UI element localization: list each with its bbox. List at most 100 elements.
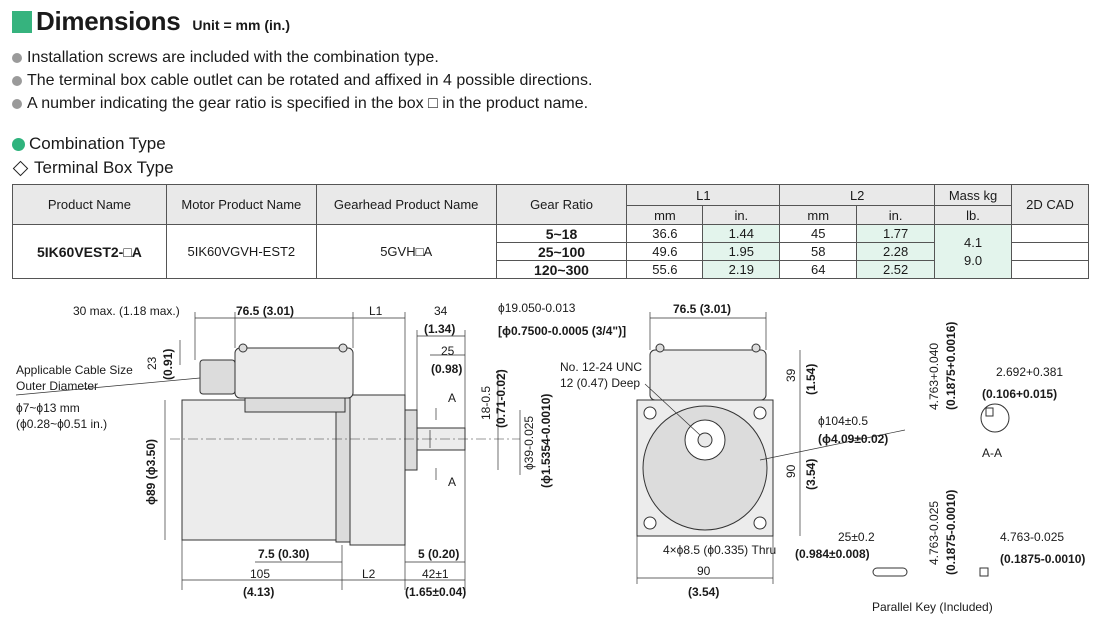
dim-76-5: 76.5 (3.01): [236, 304, 294, 318]
dim-105: 105: [250, 567, 270, 581]
dim-34-in: (1.34): [424, 322, 455, 336]
motor-flange: [335, 397, 351, 543]
dim-39: ϕ39-0.025: [522, 416, 536, 470]
header-l2: L2: [779, 184, 936, 206]
bullet-icon: [12, 75, 22, 86]
spec-table: Product Name Motor Product Name Gearhead…: [12, 184, 1089, 279]
header-l1-in: in.: [702, 205, 781, 225]
dim-7-5: 7.5 (0.30): [258, 547, 309, 561]
section-a-top: A: [448, 391, 456, 405]
dim-30: 30 max. (1.18 max.): [73, 304, 180, 318]
cable-label-4: (ϕ0.28~ϕ0.51 in.): [16, 417, 107, 431]
side-view: 30 max. (1.18 max.) 76.5 (3.01) L1 34 (1…: [15, 301, 626, 599]
motor-product-name-cell: 5IK60VGVH-EST2: [165, 224, 317, 279]
dim-23-in: (0.91): [161, 349, 175, 380]
front-dim-90v-in: (3.54): [804, 459, 818, 490]
section-a-bottom: A: [448, 475, 456, 489]
l2-mm-cell: 64: [779, 260, 858, 279]
dim-25-in: (0.98): [431, 362, 462, 376]
l1-in-cell: 1.44: [702, 224, 781, 243]
cable-label-3: ϕ7~ϕ13 mm: [16, 401, 80, 415]
holes-label: 4×ϕ8.5 (ϕ0.335) Thru: [663, 543, 776, 557]
dim-5: 5 (0.20): [418, 547, 459, 561]
note-item: The terminal box cable outlet can be rot…: [12, 69, 592, 92]
terminal-base: [244, 397, 346, 413]
aa-dim-2692: 2.692+0.381: [996, 365, 1063, 379]
section-terminal: Terminal Box Type: [12, 158, 174, 178]
front-view: 76.5 (3.01) No. 12-24 UNC 12 (0.47) Deep…: [560, 302, 906, 599]
l1-mm-cell: 49.6: [626, 242, 704, 261]
dim-25: 25: [441, 344, 455, 358]
parallel-key: 25±0.2 (0.984±0.008) 4.763-0.025 (0.1875…: [795, 490, 1085, 614]
front-dim-90: 90: [697, 564, 711, 578]
dim-104-in: (ϕ4.09±0.02): [818, 432, 888, 446]
dim-42: 42±1: [422, 567, 449, 581]
l1-mm-cell: 55.6: [626, 260, 704, 279]
table-row: 120~300 55.6 2.19 64 2.52: [13, 260, 1089, 279]
front-dim-39: 39: [784, 368, 798, 382]
tap-label-2: 12 (0.47) Deep: [560, 376, 640, 390]
header-mass: Mass kg: [934, 184, 1012, 206]
cable-gland: [199, 359, 236, 395]
key-dim-4763h-in: (0.1875-0.0010): [1000, 552, 1085, 566]
dim-89: ϕ89 (ϕ3.50): [144, 439, 158, 505]
section-bullet-icon: [12, 137, 25, 151]
tap-label-1: No. 12-24 UNC: [560, 360, 642, 374]
aa-dim-2692-in: (0.106+0.015): [982, 387, 1057, 401]
shaft-dim-2: [ϕ0.7500-0.0005 (3/4")]: [498, 324, 626, 338]
title-marker-icon: [12, 11, 32, 33]
key-dim-25-in: (0.984±0.008): [795, 547, 870, 561]
bullet-icon: [12, 52, 22, 63]
motor-body: [181, 399, 343, 541]
dim-18: 18-0.5: [479, 386, 493, 420]
gearhead-product-name-cell: 5GVH□A: [315, 224, 497, 279]
l2-in-cell: 2.28: [856, 242, 936, 261]
terminal-box: [234, 347, 354, 399]
mass-cell: 4.1 9.0: [934, 224, 1012, 279]
shaft-dim-1: ϕ19.050-0.013: [498, 301, 576, 315]
l2-in-cell: 2.52: [856, 260, 936, 279]
gearhead-body: [349, 394, 406, 546]
header-2d-cad: 2D CAD: [1011, 184, 1089, 225]
product-name-cell: 5IK60VEST2-□A: [12, 224, 167, 279]
aa-dim-4763: 4.763+0.040: [927, 343, 941, 410]
aa-label: A-A: [982, 446, 1002, 460]
unit-label: Unit = mm (in.): [192, 17, 290, 33]
aa-dim-4763-in: (0.1875+0.0016): [944, 322, 958, 410]
cad-cell: [1011, 260, 1089, 279]
table-row: 25~100 49.6 1.95 58 2.28: [13, 242, 1089, 261]
note-item: Installation screws are included with th…: [12, 46, 592, 69]
header-l1: L1: [626, 184, 781, 206]
cable-label-1: Applicable Cable Size: [16, 363, 133, 377]
key-side: [872, 567, 908, 577]
header-gear-ratio: Gear Ratio: [495, 184, 628, 225]
dim-l1: L1: [369, 304, 383, 318]
dim-39-in: (ϕ1.5354-0.0010): [539, 394, 553, 488]
header-mass-unit: lb.: [934, 205, 1012, 225]
dim-34: 34: [434, 304, 448, 318]
header-product-name: Product Name: [12, 184, 167, 225]
key-dim-4763v-in: (0.1875-0.0010): [944, 490, 958, 575]
page-header: Dimensions Unit = mm (in.): [12, 6, 290, 37]
notes-list: Installation screws are included with th…: [12, 46, 592, 115]
section-aa: 4.763+0.040 (0.1875+0.0016) 2.692+0.381 …: [927, 322, 1063, 460]
gearhead-pilot: [642, 405, 768, 531]
key-dim-4763v: 4.763-0.025: [927, 501, 941, 565]
page-title: Dimensions: [36, 6, 181, 36]
dim-l2: L2: [362, 567, 376, 581]
key-end: [979, 567, 989, 577]
section-combination: Combination Type: [12, 134, 166, 154]
dim-105-in: (4.13): [243, 585, 274, 599]
dim-18-in: (0.71-0.02): [494, 369, 508, 428]
key-label: Parallel Key (Included): [872, 600, 993, 614]
header-l1-mm: mm: [626, 205, 704, 225]
bullet-icon: [12, 98, 22, 109]
header-l2-mm: mm: [779, 205, 858, 225]
terminal-box-front: [649, 349, 767, 401]
note-item: A number indicating the gear ratio is sp…: [12, 92, 592, 115]
front-dim-90v: 90: [784, 464, 798, 478]
l1-in-cell: 2.19: [702, 260, 781, 279]
front-dim-76-5: 76.5 (3.01): [673, 302, 731, 316]
front-dim-90-in: (3.54): [688, 585, 719, 599]
